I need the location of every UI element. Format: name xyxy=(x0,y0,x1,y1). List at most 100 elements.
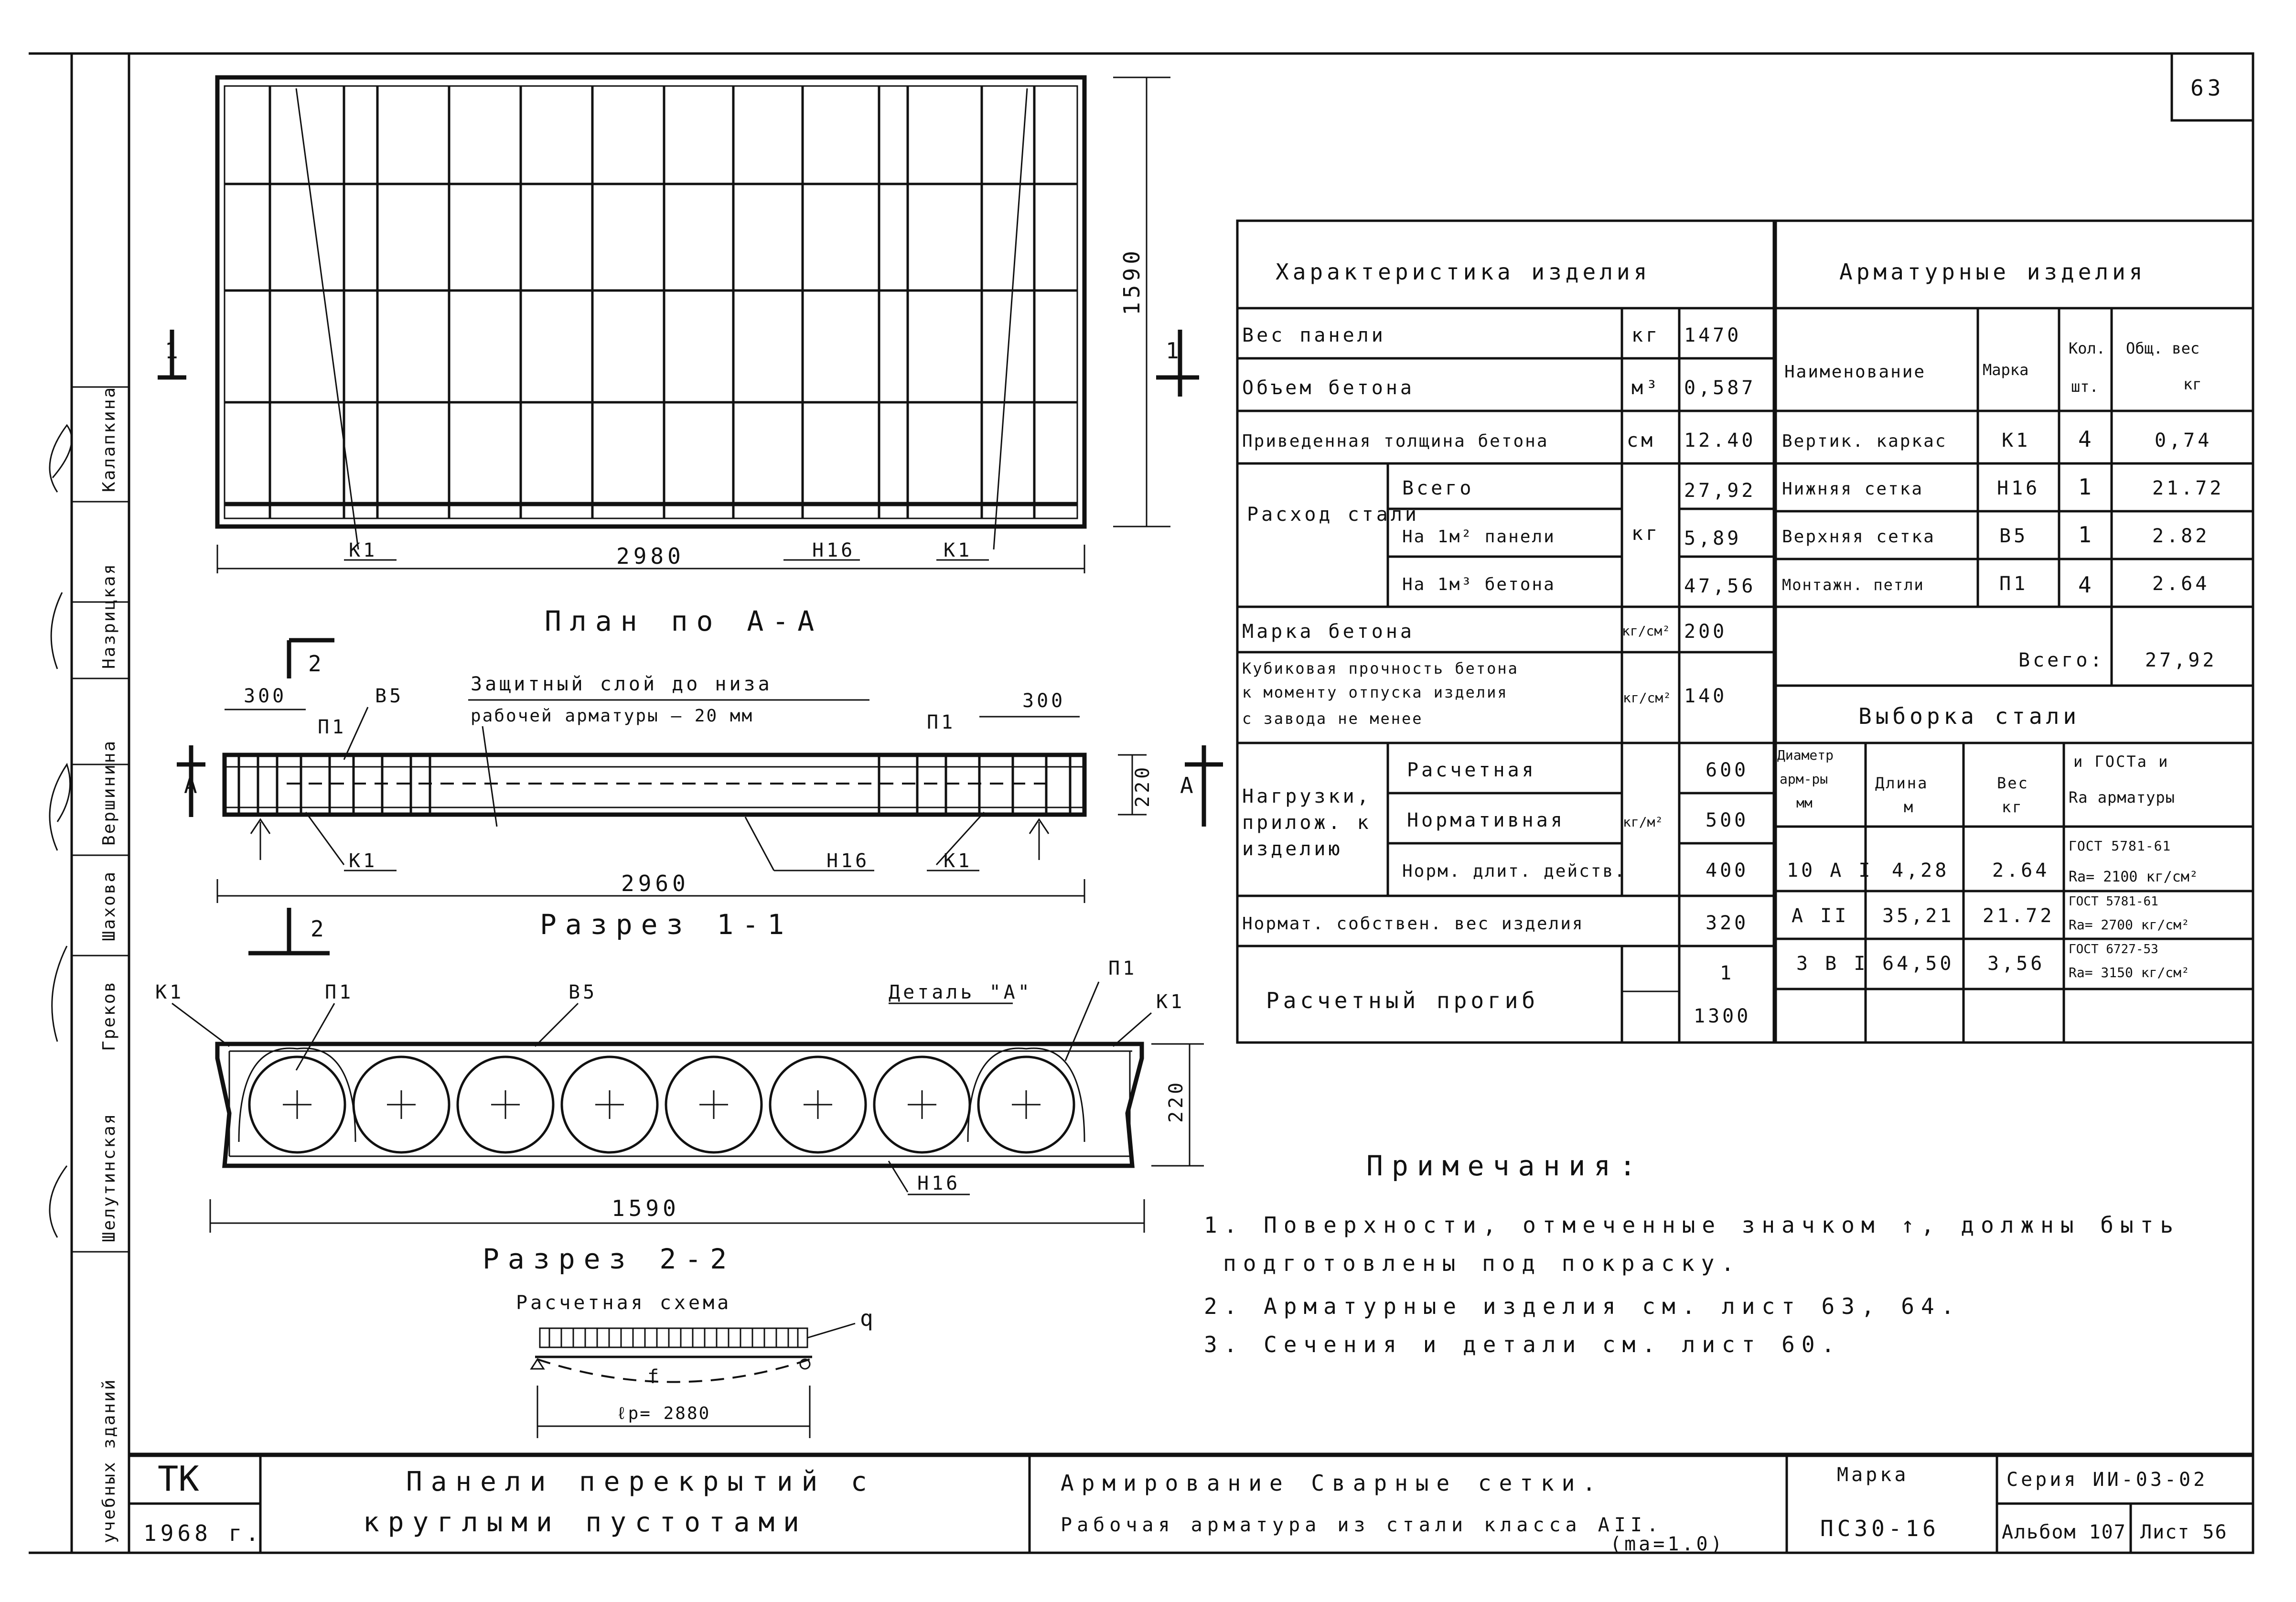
s11-label-h16: Н16 xyxy=(826,850,869,872)
char-steel-val3: 47,56 xyxy=(1684,575,1756,597)
rebar-row4-weight: 2.64 xyxy=(2152,573,2210,595)
s11-cut-mark-bottom: 2 xyxy=(311,916,328,942)
rebar-row1-qty: 4 xyxy=(2078,426,2095,452)
char-steel-name: Расход стали xyxy=(1247,504,1419,526)
char-row3-name: Приведенная толщина бетона xyxy=(1242,431,1549,451)
steel-col-gost-2: Ra арматуры xyxy=(2069,788,2175,806)
plan-cut-mark-right: 1 xyxy=(1166,338,1183,364)
rebar-col-mark: Марка xyxy=(1983,361,2028,379)
section-1-1: Защитный слой до низа рабочей арматуры —… xyxy=(177,638,1223,956)
steel-row2-w: 21.72 xyxy=(1983,905,2054,927)
char-cube-line1: Кубиковая прочность бетона xyxy=(1242,659,1519,677)
steel-col-w-2: кг xyxy=(2002,798,2023,816)
rebar-col-weight-2: кг xyxy=(2183,375,2202,393)
s22-label-p1-right: П1 xyxy=(1108,957,1137,979)
signature-3 xyxy=(49,763,71,851)
calc-f: f xyxy=(647,1366,662,1388)
s11-label-k1-right: К1 xyxy=(944,850,972,872)
s22-title: Разрез 2-2 xyxy=(483,1243,735,1275)
steel-col-len-2: м xyxy=(1904,798,1914,816)
notes-title: Примечания: xyxy=(1366,1150,1644,1182)
steel-header: Выборка стали xyxy=(1858,703,2080,729)
strip-name-3: Шахова xyxy=(99,871,119,941)
steel-row3-len: 64,50 xyxy=(1882,953,1954,975)
strip-bottom-text: учебных зданий xyxy=(99,1378,119,1543)
rebar-header: Арматурные изделия xyxy=(1839,259,2146,285)
steel-row1-ra: Ra= 2100 кг/см² xyxy=(2069,869,2198,885)
char-cube-line3: с завода не менее xyxy=(1242,710,1423,728)
rebar-row1-mark: К1 xyxy=(2002,430,2030,452)
plan-dim-length: 2980 xyxy=(616,543,685,569)
char-steel-sub1: Всего xyxy=(1402,477,1474,499)
char-loads-val1: 600 xyxy=(1706,759,1749,781)
strip-name-1: Шелутинская xyxy=(99,1113,119,1242)
char-row3-value: 12.40 xyxy=(1684,430,1756,452)
rebar-total-label: Всего: xyxy=(2018,649,2105,671)
char-grade-name: Марка бетона xyxy=(1242,621,1415,643)
steel-col-gost-1: и ГОСТа и xyxy=(2073,753,2169,771)
char-header: Характеристика изделия xyxy=(1276,259,1651,285)
s22-panel xyxy=(215,1042,1144,1168)
steel-col-diam-2: арм-ры xyxy=(1780,771,1828,787)
char-steel-unit: кг xyxy=(1631,523,1660,545)
char-self-weight-name: Нормат. собствен. вес изделия xyxy=(1242,914,1584,934)
plan-label-k1-left: К1 xyxy=(349,539,377,561)
char-loads-sub2: Нормативная xyxy=(1407,809,1565,831)
s11-label-p1-right: П1 xyxy=(927,711,955,733)
char-deflection-num: 1 xyxy=(1720,962,1734,984)
s22-label-k1-left: К1 xyxy=(155,981,184,1003)
plan-outline xyxy=(215,75,1087,529)
notes-item-3: 2. Арматурные изделия см. лист 63, 64. xyxy=(1204,1293,1961,1319)
s22-dim-height: 220 xyxy=(1165,1080,1187,1123)
sheet-number: 63 xyxy=(2190,75,2224,101)
tb-title-line2: круглыми пустотами xyxy=(363,1507,808,1538)
rebar-row4-mark: П1 xyxy=(1999,573,2028,595)
char-steel-sub3: На 1м³ бетона xyxy=(1402,575,1556,594)
calc-title: Расчетная схема xyxy=(516,1292,731,1314)
steel-row1-gost: ГОСТ 5781-61 xyxy=(2069,838,2171,854)
char-steel-val2: 5,89 xyxy=(1684,527,1741,549)
tb-album: Альбом 107 xyxy=(2002,1521,2126,1543)
rebar-col-weight-1: Общ. вес xyxy=(2126,339,2199,357)
notes-item-2: подготовлены под покраску. xyxy=(1223,1250,1741,1276)
calc-scheme: Расчетная схема q f ℓр= 2880 xyxy=(516,1292,873,1438)
char-row1-value: 1470 xyxy=(1684,324,1741,346)
rebar-row1-name: Вертик. каркас xyxy=(1782,431,1947,451)
steel-row2-gost: ГОСТ 5781-61 xyxy=(2069,894,2158,909)
steel-row2-diam: А II xyxy=(1792,905,1849,927)
s22-label-b5: В5 xyxy=(569,981,597,1003)
notes-item-1: 1. Поверхности, отмеченные значком ↑, до… xyxy=(1204,1212,2180,1238)
steel-col-w-1: Вес xyxy=(1997,774,2029,792)
rebar-col-qty-1: Кол. xyxy=(2069,339,2105,357)
s11-cut-mark-top: 2 xyxy=(308,651,325,677)
steel-col-diam-1: Диаметр xyxy=(1777,747,1834,763)
char-cube-unit: кг/см² xyxy=(1623,690,1671,706)
rebar-col-name: Наименование xyxy=(1784,362,1926,382)
tb-sheet: Лист 56 xyxy=(2140,1521,2228,1543)
rebar-row3-qty: 1 xyxy=(2078,522,2095,548)
signature-5 xyxy=(49,1165,68,1238)
char-deflection-name: Расчетный прогиб xyxy=(1266,988,1539,1013)
rebar-row1-weight: 0,74 xyxy=(2155,430,2212,452)
tb-series: Серия ИИ-03-02 xyxy=(2006,1469,2208,1491)
tb-desc-line2: Рабочая арматура из стали класса АII. xyxy=(1061,1514,1663,1536)
steel-row1-w: 2.64 xyxy=(1992,860,2049,882)
tb-desc-sub: (ma=1.0) xyxy=(1610,1533,1725,1555)
char-grade-unit: кг/см² xyxy=(1622,623,1670,639)
rebar-row4-qty: 4 xyxy=(2078,572,2095,598)
rebar-row4-name: Монтажн. петли xyxy=(1782,576,1924,594)
tb-mark-value: ПС30-16 xyxy=(1820,1516,1940,1541)
steel-table: Выборка стали Диаметр арм-ры мм Длина м … xyxy=(1775,703,2253,1043)
char-cube-line2: к моменту отпуска изделия xyxy=(1242,683,1508,701)
title-block: ТК 1968 г. Панели перекрытий с круглыми … xyxy=(129,1452,2253,1555)
rebar-row2-mark: Н16 xyxy=(1997,477,2040,499)
char-cube-value: 140 xyxy=(1684,685,1727,707)
steel-row3-diam: 3 В I xyxy=(1796,953,1868,975)
s11-note-2: рабочей арматуры — 20 мм xyxy=(471,706,753,726)
char-row2-unit: м³ xyxy=(1631,377,1660,399)
section-2-2: К1 П1 В5 Деталь "А" П1 К1 xyxy=(155,957,1204,1275)
left-strip: Шелутинская Греков Шахова Вершинина Назр… xyxy=(49,386,129,1543)
char-self-weight-value: 320 xyxy=(1706,912,1749,934)
s11-dim-height: 220 xyxy=(1132,764,1154,807)
s11-title: Разрез 1-1 xyxy=(540,908,793,941)
